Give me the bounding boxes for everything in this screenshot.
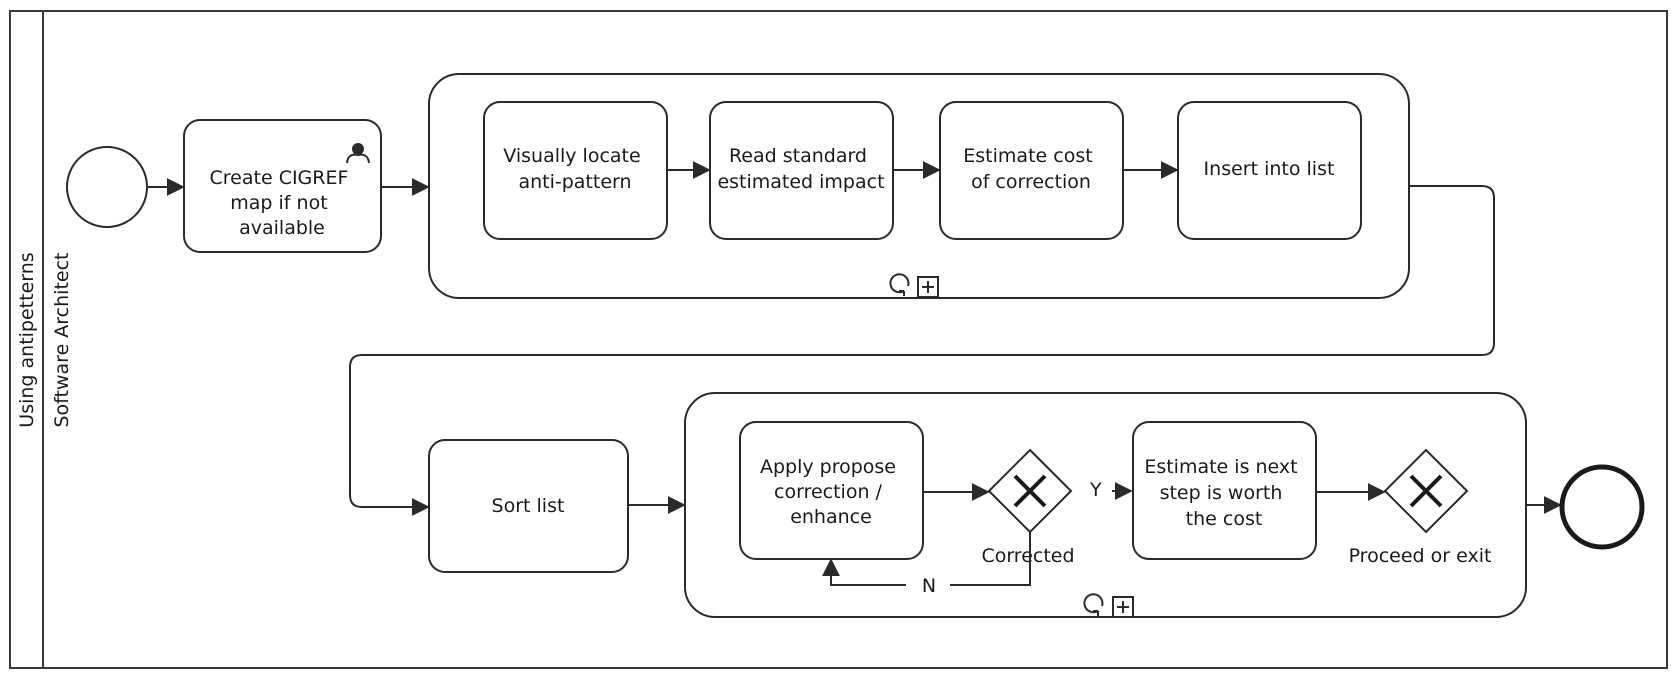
svg-text:Estimate cost of correct: Estimate cost of correction: [963, 145, 1098, 193]
task-label-line: Sort list: [492, 495, 565, 517]
task-label-line: correction /: [774, 481, 883, 503]
task-label-line: Estimate cost: [963, 145, 1092, 167]
task-label-line: Apply propose: [760, 456, 896, 478]
task-label-line: Create CIGREF: [210, 167, 349, 189]
loop-icon: [889, 273, 910, 296]
gateway-proceed-or-exit[interactable]: [1383, 448, 1469, 534]
end-event[interactable]: [1559, 464, 1645, 550]
task-read-impact[interactable]: Read standard estimated impact: [709, 101, 894, 240]
task-label-line: Read standard: [729, 145, 867, 167]
task-label-line: map if not: [230, 192, 327, 214]
task-label-line: Insert into list: [1204, 158, 1335, 180]
plus-icon: [1112, 596, 1134, 618]
task-label-line: estimated impact: [717, 171, 884, 193]
svg-text:Create CIGREF map if not: Create CIGREF map if not available: [210, 167, 355, 239]
no-label: N: [922, 575, 936, 597]
svg-text:Read standard estimated: Read standard estimated impact: [717, 145, 884, 193]
svg-text:Apply propose correction: Apply propose correction / enhance: [760, 456, 902, 528]
user-icon: [346, 143, 370, 164]
task-label-line: the cost: [1186, 508, 1263, 530]
svg-text:Insert into list: Insert into list: [1204, 158, 1335, 180]
pool-label: Using antipetterns: [16, 252, 38, 427]
task-label-line: anti-pattern: [518, 171, 631, 193]
task-create-cigref-map[interactable]: Create CIGREF map if not available: [183, 119, 382, 253]
task-apply-correction[interactable]: Apply propose correction / enhance: [739, 421, 924, 560]
task-sort-list[interactable]: Sort list: [428, 439, 629, 573]
gateway-proceed-label: Proceed or exit: [1349, 545, 1492, 567]
gateway-corrected-label: Corrected: [981, 545, 1074, 567]
task-label-line: available: [239, 217, 325, 239]
task-label-line: enhance: [790, 506, 872, 528]
task-label-line: Estimate is next: [1144, 456, 1297, 478]
task-label-line: of correction: [971, 171, 1091, 193]
task-visually-locate[interactable]: Visually locate anti-pattern: [483, 101, 668, 240]
task-estimate-cost[interactable]: Estimate cost of correction: [939, 101, 1124, 240]
gateway-corrected[interactable]: [987, 448, 1073, 534]
svg-text:Visually locate anti-pat: Visually locate anti-pattern: [503, 145, 646, 193]
svg-text:Estimate is next step is: Estimate is next step is worth the cost: [1144, 456, 1303, 530]
svg-text:Sort list: Sort list: [492, 495, 565, 517]
task-insert-into-list[interactable]: Insert into list: [1177, 101, 1362, 240]
yes-label: Y: [1089, 479, 1102, 501]
start-event[interactable]: [66, 146, 148, 228]
task-estimate-next-step[interactable]: Estimate is next step is worth the cost: [1132, 421, 1317, 560]
loop-icon: [1083, 593, 1104, 616]
lane-label: Software Architect: [51, 253, 73, 428]
task-label-line: Visually locate: [503, 145, 640, 167]
task-label-line: step is worth: [1160, 482, 1283, 504]
plus-icon: [917, 276, 939, 298]
